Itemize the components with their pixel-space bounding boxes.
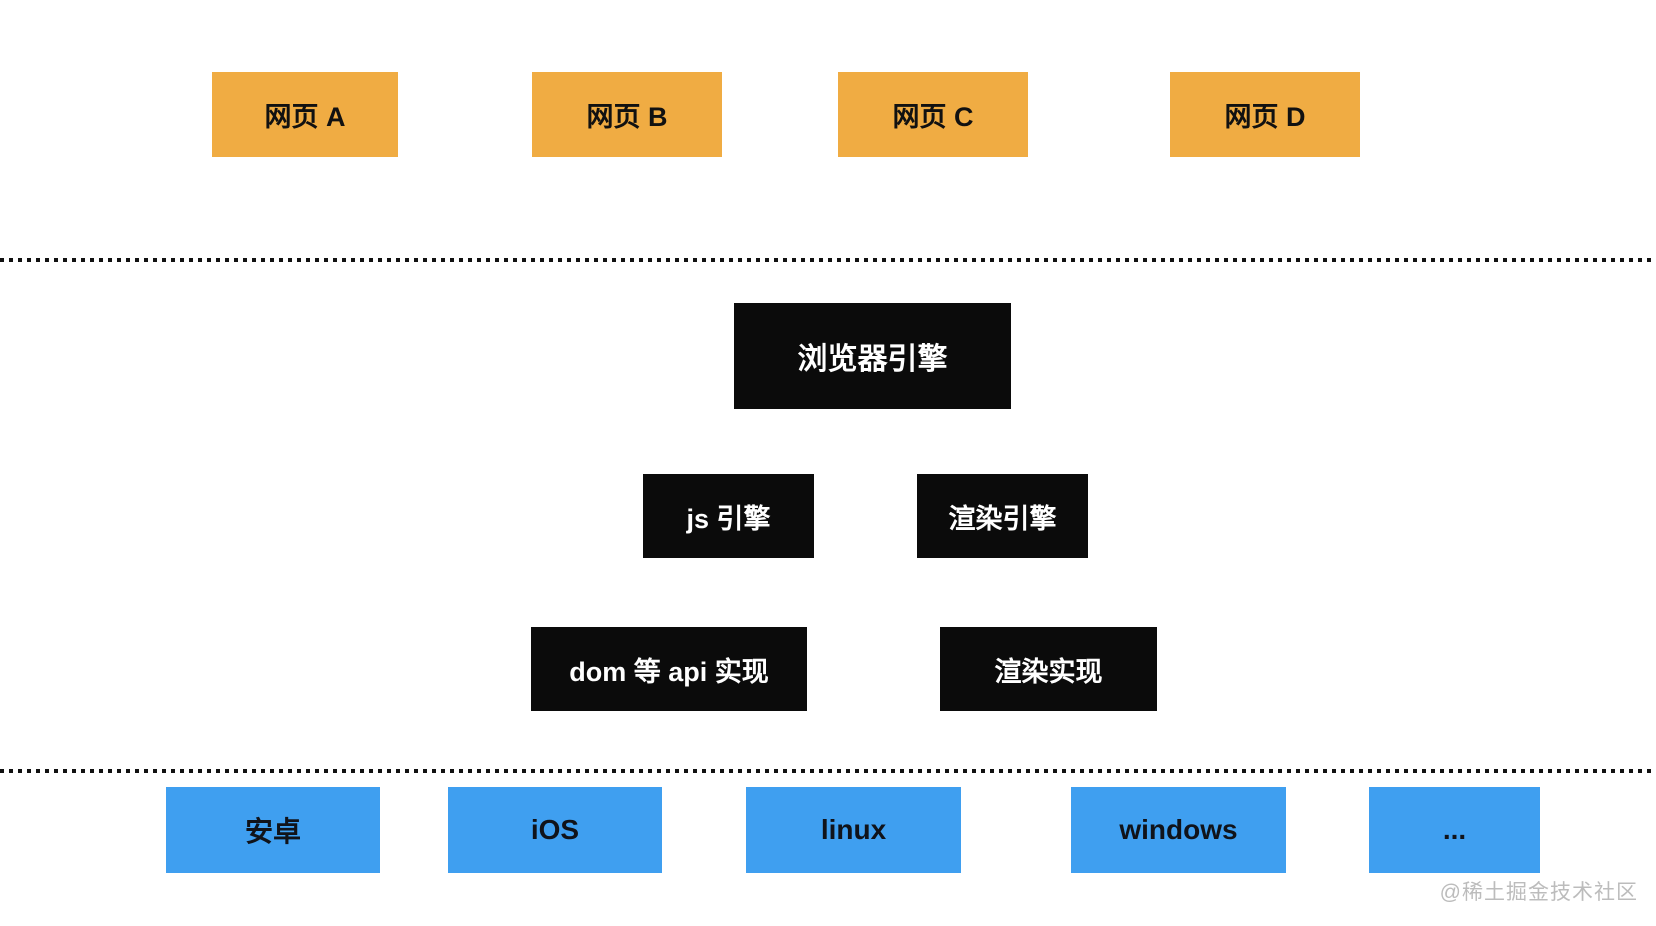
webpage-a-box: 网页 A bbox=[212, 72, 398, 157]
webpage-d-label: 网页 D bbox=[1224, 102, 1306, 132]
js-engine-label: js 引擎 bbox=[686, 503, 771, 534]
webpage-b-label: 网页 B bbox=[586, 102, 668, 132]
webpage-b-box: 网页 B bbox=[532, 72, 722, 157]
platform-ios-label: iOS bbox=[530, 814, 580, 845]
webpage-c-label: 网页 C bbox=[892, 102, 974, 132]
platform-linux-box: linux bbox=[746, 787, 961, 873]
platform-android-label: 安卓 bbox=[244, 816, 301, 847]
webpage-a-label: 网页 A bbox=[264, 102, 346, 132]
platform-windows-label: windows bbox=[1119, 814, 1238, 845]
platform-windows-box: windows bbox=[1071, 787, 1286, 873]
dom-api-implementation-box: dom 等 api 实现 bbox=[531, 627, 807, 711]
platform-ellipsis-label: ... bbox=[1442, 814, 1467, 845]
browser-engine-box: 浏览器引擎 bbox=[734, 303, 1011, 409]
browser-engine-label: 浏览器引擎 bbox=[797, 343, 948, 376]
webpage-d-box: 网页 D bbox=[1170, 72, 1360, 157]
platform-ellipsis-box: ... bbox=[1369, 787, 1540, 873]
webpage-c-box: 网页 C bbox=[838, 72, 1028, 157]
platform-android-box: 安卓 bbox=[166, 787, 380, 873]
dom-api-implementation-label: dom 等 api 实现 bbox=[569, 656, 769, 687]
dotted-separator-top bbox=[0, 258, 1656, 262]
render-implementation-label: 渲染实现 bbox=[994, 656, 1103, 687]
platform-linux-label: linux bbox=[820, 814, 887, 845]
render-implementation-box: 渲染实现 bbox=[940, 627, 1157, 711]
render-engine-label: 渲染引擎 bbox=[948, 503, 1057, 534]
dotted-separator-bottom bbox=[0, 769, 1656, 773]
js-engine-box: js 引擎 bbox=[643, 474, 814, 558]
render-engine-box: 渲染引擎 bbox=[917, 474, 1088, 558]
watermark-text: @稀土掘金技术社区 bbox=[1439, 881, 1638, 904]
platform-ios-box: iOS bbox=[448, 787, 662, 873]
